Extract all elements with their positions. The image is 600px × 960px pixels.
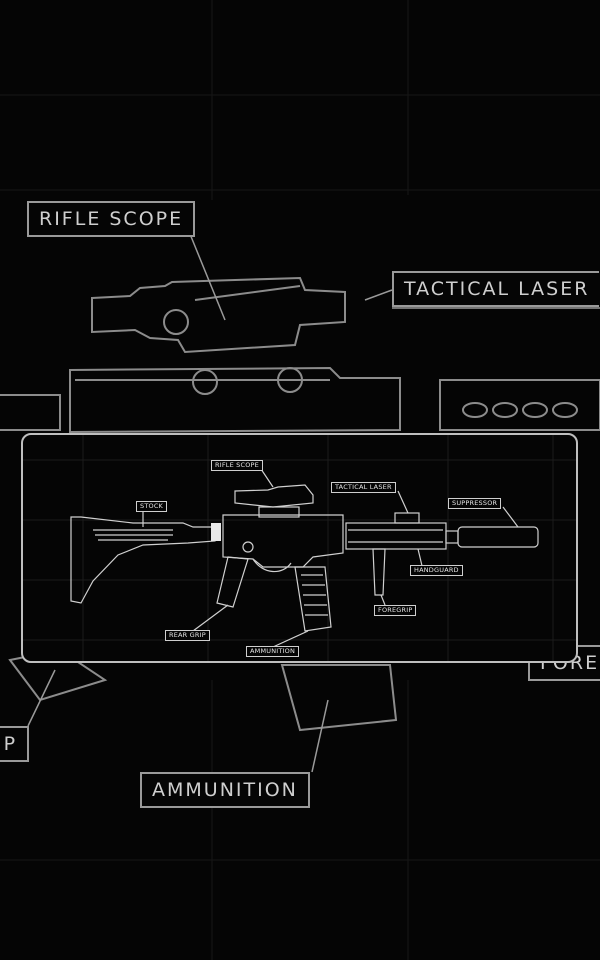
label-suppressor: SUPPRESSOR — [448, 498, 502, 509]
label-tactical-laser: TACTICAL LASER — [331, 482, 396, 493]
card-blueprint-drawing — [23, 435, 576, 661]
label-stock: STOCK — [136, 501, 168, 512]
bg-label-tactical-laser: TACTICAL LASER — [392, 271, 600, 307]
bg-label-grip-fragment: IP — [0, 726, 30, 762]
bg-label-rifle-scope: RIFLE SCOPE — [27, 201, 196, 237]
bg-label-ammunition: AMMUNITION — [140, 772, 310, 808]
label-handguard: HANDGUARD — [410, 565, 463, 576]
label-rear-grip: REAR GRIP — [165, 630, 210, 641]
label-rifle-scope: RIFLE SCOPE — [211, 460, 263, 471]
blueprint-card[interactable]: RIFLE SCOPE TACTICAL LASER SUPPRESSOR ST… — [21, 433, 578, 663]
label-ammunition: AMMUNITION — [246, 646, 300, 657]
label-foregrip: FOREGRIP — [374, 605, 417, 616]
